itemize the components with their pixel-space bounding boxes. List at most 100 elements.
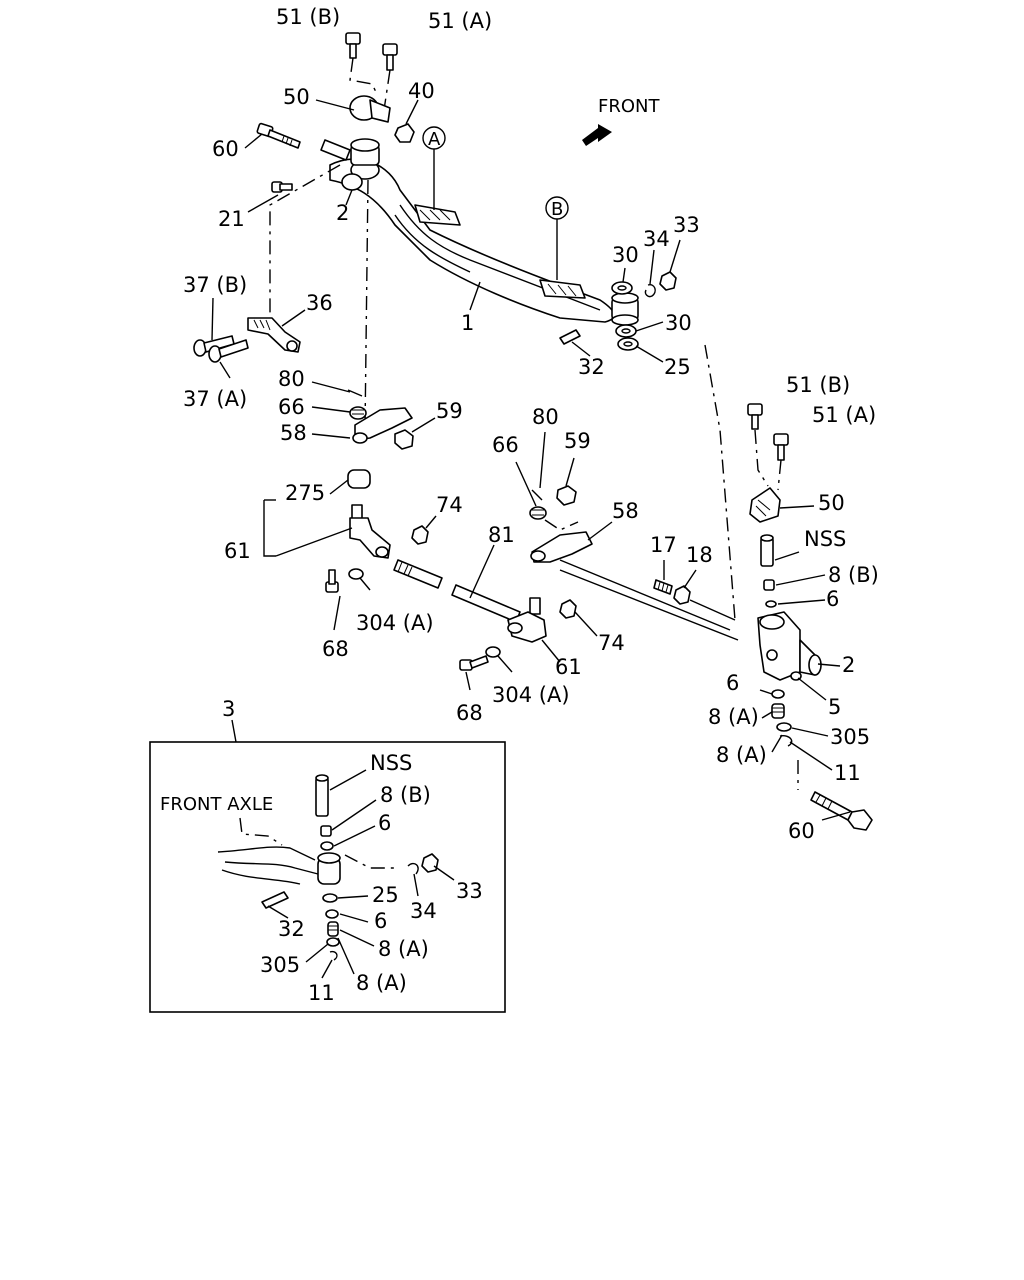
- nut-59-left: [394, 429, 414, 450]
- inset-label-11: 11: [308, 981, 335, 1005]
- arm-58-left: [352, 407, 413, 444]
- bolt-68-mid: [459, 655, 489, 671]
- nut-74-left: [411, 525, 429, 545]
- label-5: 5: [828, 695, 841, 719]
- bolt-51a-top: [382, 43, 398, 71]
- label-304a-left: 304 (A): [356, 611, 434, 635]
- seal-305-right: [776, 722, 792, 732]
- label-30-top: 30: [612, 243, 639, 267]
- label-25-top: 25: [664, 355, 691, 379]
- label-3: 3: [222, 697, 235, 721]
- label-68-left: 68: [322, 637, 349, 661]
- label-58-left: 58: [280, 421, 307, 445]
- bolt-60-top: [256, 122, 301, 149]
- label-51a-right: 51 (A): [812, 403, 876, 427]
- label-51a-top: 51 (A): [428, 9, 492, 33]
- inset-label-6-bottom: 6: [374, 909, 387, 933]
- bolt-17: [653, 579, 673, 595]
- inset-label-8a-2: 8 (A): [356, 971, 407, 995]
- label-275: 275: [285, 481, 325, 505]
- bolt-37a: [208, 339, 249, 363]
- bolt-51a-right: [773, 433, 789, 461]
- front-arrow-icon: [582, 124, 612, 146]
- label-37a: 37 (A): [183, 387, 247, 411]
- bush-8a-right: [771, 703, 785, 719]
- arm-36: [247, 317, 301, 353]
- label-8a-right2: 8 (A): [716, 743, 767, 767]
- arm-50-top: [349, 95, 391, 123]
- label-18: 18: [686, 543, 713, 567]
- label-21: 21: [218, 207, 245, 231]
- nut-59-mid: [556, 485, 577, 506]
- end-61-left: [349, 504, 391, 559]
- label-6-right-top: 6: [826, 587, 839, 611]
- label-1: 1: [461, 311, 474, 335]
- label-59-mid: 59: [564, 429, 591, 453]
- ring-34-top: [644, 284, 656, 298]
- label-80-mid: 80: [532, 405, 559, 429]
- label-74-left: 74: [436, 493, 463, 517]
- label-8b-right: 8 (B): [828, 563, 879, 587]
- label-8a-right1: 8 (A): [708, 705, 759, 729]
- label-34-top: 34: [643, 227, 670, 251]
- label-81: 81: [488, 523, 515, 547]
- label-2-top: 2: [336, 201, 349, 225]
- inset-detail: NSS FRONT AXLE 8 (B) 6 34 33 25 32 6 8 (…: [149, 741, 506, 1013]
- label-60-right: 60: [788, 819, 815, 843]
- bolt-51b-top: [345, 32, 361, 59]
- boot-275: [347, 469, 371, 489]
- label-a: A: [428, 129, 441, 150]
- label-68-mid: 68: [456, 701, 483, 725]
- label-60-top: 60: [212, 137, 239, 161]
- label-58-mid: 58: [612, 499, 639, 523]
- label-17: 17: [650, 533, 677, 557]
- label-b: B: [551, 199, 563, 220]
- nut-33-top: [659, 271, 677, 291]
- nut-40: [394, 123, 415, 143]
- right-axle-end-boss: [611, 292, 639, 326]
- front-axle-beam: [329, 158, 615, 323]
- label-304a-mid: 304 (A): [492, 683, 570, 707]
- shim-6-right-top: [765, 600, 777, 608]
- inset-label-nss: NSS: [370, 751, 412, 775]
- nut-66-left: [349, 406, 367, 420]
- label-37b: 37 (B): [183, 273, 247, 297]
- label-11-right: 11: [834, 761, 861, 785]
- label-40: 40: [408, 79, 435, 103]
- label-front: FRONT: [598, 96, 660, 117]
- knuckle-2-left: [341, 173, 363, 191]
- left-kingpin-boss: [320, 138, 380, 180]
- knuckle-2-right: [757, 611, 822, 681]
- label-50-right: 50: [818, 491, 845, 515]
- label-50-top: 50: [283, 85, 310, 109]
- bolt-68-left: [325, 569, 339, 593]
- label-66-left: 66: [278, 395, 305, 419]
- bolt-60-right: [810, 791, 873, 831]
- inset-label-8b: 8 (B): [380, 783, 431, 807]
- inset-label-305: 305: [260, 953, 300, 977]
- washer-304a-left: [348, 568, 364, 580]
- washer-25-top: [617, 337, 639, 351]
- nipple-21: [271, 181, 293, 193]
- label-36: 36: [306, 291, 333, 315]
- inset-label-front-axle: FRONT AXLE: [160, 794, 273, 815]
- ring-11-right: [779, 734, 793, 747]
- label-59-left: 59: [436, 399, 463, 423]
- washer-30-mid: [615, 324, 637, 338]
- pin-nss-right: [760, 534, 774, 567]
- label-51b-top: 51 (B): [276, 5, 340, 29]
- label-51b-right: 51 (B): [786, 373, 850, 397]
- pin-80-left: [347, 389, 363, 397]
- nut-66-mid: [529, 506, 547, 520]
- arm-50-right: [749, 487, 781, 523]
- nut-18: [673, 585, 691, 605]
- bush-8b-right: [763, 579, 775, 591]
- arm-58-mid: [530, 531, 593, 563]
- pin-80-mid: [531, 489, 543, 501]
- label-nss-right: NSS: [804, 527, 846, 551]
- leader-lines: [211, 99, 851, 821]
- label-61-left: 61: [224, 539, 251, 563]
- label-80-left: 80: [278, 367, 305, 391]
- inset-label-25: 25: [372, 883, 399, 907]
